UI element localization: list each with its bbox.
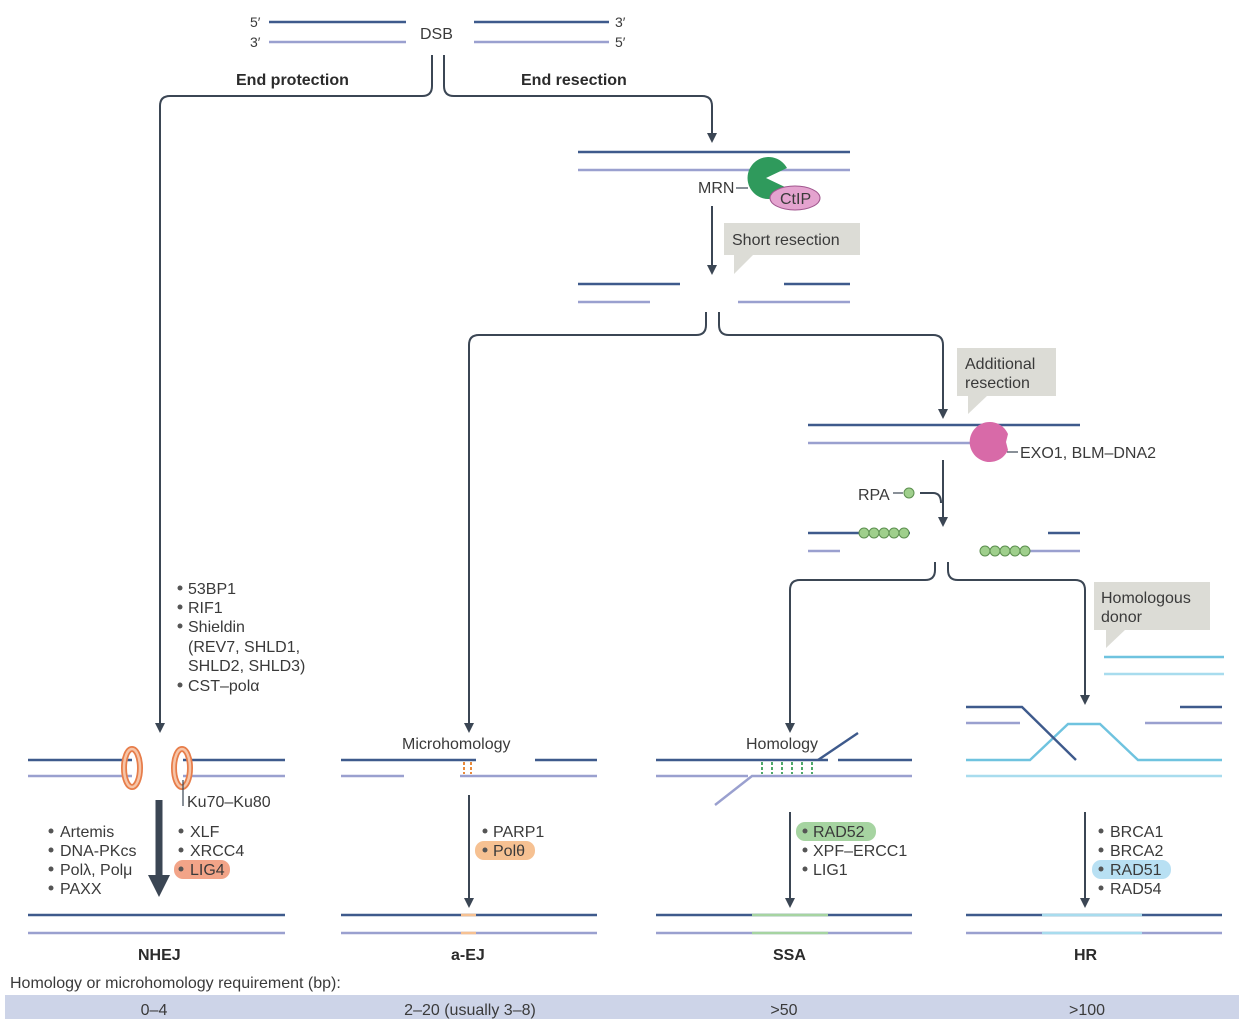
- end-resection-arrow: [443, 55, 717, 143]
- nhej-factor: Artemis: [60, 824, 114, 841]
- end-protection-arrow: [155, 55, 433, 733]
- nhej-factor: LIG4: [190, 862, 225, 879]
- ctip-icon: [769, 185, 821, 211]
- ssa-factors: RAD52 XPF–ERCC1 LIG1: [796, 822, 907, 879]
- hr-invading-strand-left: [966, 705, 1077, 761]
- additional-resection-line1: Additional: [965, 356, 1035, 373]
- nhej-left-factors: Artemis DNA-PKcs Polλ, Polμ PAXX: [48, 824, 136, 898]
- dsb-label: DSB: [420, 26, 453, 43]
- nhej-upstream-factor: 53BP1: [188, 581, 236, 598]
- hr-d-loop: [966, 705, 1222, 778]
- rpa-filament-left: [858, 527, 910, 539]
- nhej-factor: XRCC4: [190, 843, 244, 860]
- ssa-arrow: [785, 562, 936, 733]
- nhej-upstream-factor: (REV7, SHLD1,: [188, 639, 300, 656]
- requirement-bar: [5, 995, 1239, 1019]
- lig4-highlight: [174, 860, 230, 879]
- nhej-factor: XLF: [190, 824, 220, 841]
- rad51-highlight: [1092, 860, 1171, 879]
- homologous-donor-callout: Homologous donor: [1094, 582, 1210, 648]
- additional-resection-line2: resection: [965, 375, 1030, 392]
- aej-factor: PARP1: [493, 824, 544, 841]
- hr-name: HR: [1074, 947, 1098, 964]
- aej-factor: Polθ: [493, 843, 525, 860]
- aej-arrow: [464, 312, 707, 733]
- requirement-aej: 2–20 (usually 3–8): [404, 1002, 536, 1019]
- dsb-left-top-end: 5′: [250, 14, 261, 30]
- aej-factors: PARP1 Polθ: [475, 824, 544, 860]
- exo1-label: EXO1, BLM–DNA2: [1020, 445, 1156, 462]
- nhej-factor: Polλ, Polμ: [60, 862, 132, 879]
- hr-factor: RAD54: [1110, 881, 1162, 898]
- homology-label: Homology: [746, 736, 818, 753]
- ssa-name: SSA: [773, 947, 806, 964]
- ssa-flap-bottom: [714, 774, 912, 806]
- requirement-caption: Homology or microhomology requirement (b…: [10, 975, 341, 992]
- requirement-ssa: >50: [770, 1002, 797, 1019]
- ssa-factor: RAD52: [813, 824, 865, 841]
- rad52-highlight: [796, 822, 876, 841]
- homology-bond-icon: [761, 762, 813, 774]
- hr-factor: BRCA2: [1110, 843, 1163, 860]
- ctip-label: CtIP: [780, 191, 811, 208]
- ssa-factor: XPF–ERCC1: [813, 843, 907, 860]
- short-resection-label: Short resection: [732, 232, 840, 249]
- rpa-label: RPA: [858, 487, 890, 504]
- nhej-upstream-factor: RIF1: [188, 600, 223, 617]
- dsb-right-bottom-end: 5′: [615, 34, 626, 50]
- ku-ring-right-inner: [172, 747, 192, 789]
- nhej-upstream-factor: CST–polα: [188, 678, 260, 695]
- dsb-section: 5′ 3′ 3′ 5′ DSB: [250, 14, 626, 50]
- rpa-icon: [903, 487, 915, 499]
- mrn-label: MRN: [698, 180, 734, 197]
- hr-factors: BRCA1 BRCA2 RAD51 RAD54: [1092, 824, 1171, 898]
- nhej-right-factors: XLF XRCC4 LIG4: [174, 824, 244, 879]
- homologous-donor-line2: donor: [1101, 609, 1143, 626]
- requirement-nhej: 0–4: [141, 1002, 168, 1019]
- exo1-nuclease-icon: [969, 422, 1008, 462]
- nhej-factor: PAXX: [60, 881, 102, 898]
- nhej-factor: DNA-PKcs: [60, 843, 136, 860]
- nhej-upstream-factor: SHLD2, SHLD3): [188, 658, 305, 675]
- end-protection-label: End protection: [236, 72, 349, 89]
- aej-name: a-EJ: [451, 947, 485, 964]
- homologous-donor-line1: Homologous: [1101, 590, 1191, 607]
- requirement-hr: >100: [1069, 1002, 1105, 1019]
- microhomology-label: Microhomology: [402, 736, 510, 753]
- rpa-filament-right: [979, 545, 1031, 557]
- hr-arrow: [947, 562, 1090, 705]
- additional-resection-arrow: [718, 312, 948, 419]
- ssa-factor: LIG1: [813, 862, 848, 879]
- nhej-upstream-factors: 53BP1 RIF1 Shieldin (REV7, SHLD1, SHLD2,…: [177, 581, 305, 695]
- ku-ring-left-inner: [122, 747, 142, 789]
- additional-resection-callout: Additional resection: [957, 348, 1056, 414]
- hr-factor: BRCA1: [1110, 824, 1163, 841]
- pol-theta-highlight: [475, 841, 535, 860]
- mrn-complex-icon: [747, 157, 787, 199]
- dsb-left-bottom-end: 3′: [250, 34, 261, 50]
- ssa-flap-top: [817, 732, 859, 761]
- rpa-join: [920, 492, 942, 504]
- hr-donor-top: [966, 722, 1222, 762]
- ku-label: Ku70–Ku80: [187, 794, 271, 811]
- dsb-right-top-end: 3′: [615, 14, 626, 30]
- end-resection-label: End resection: [521, 72, 627, 89]
- nhej-upstream-factor: Shieldin: [188, 619, 245, 636]
- short-resection-callout: Short resection: [724, 223, 860, 274]
- nhej-name: NHEJ: [138, 947, 181, 964]
- hr-factor: RAD51: [1110, 862, 1162, 879]
